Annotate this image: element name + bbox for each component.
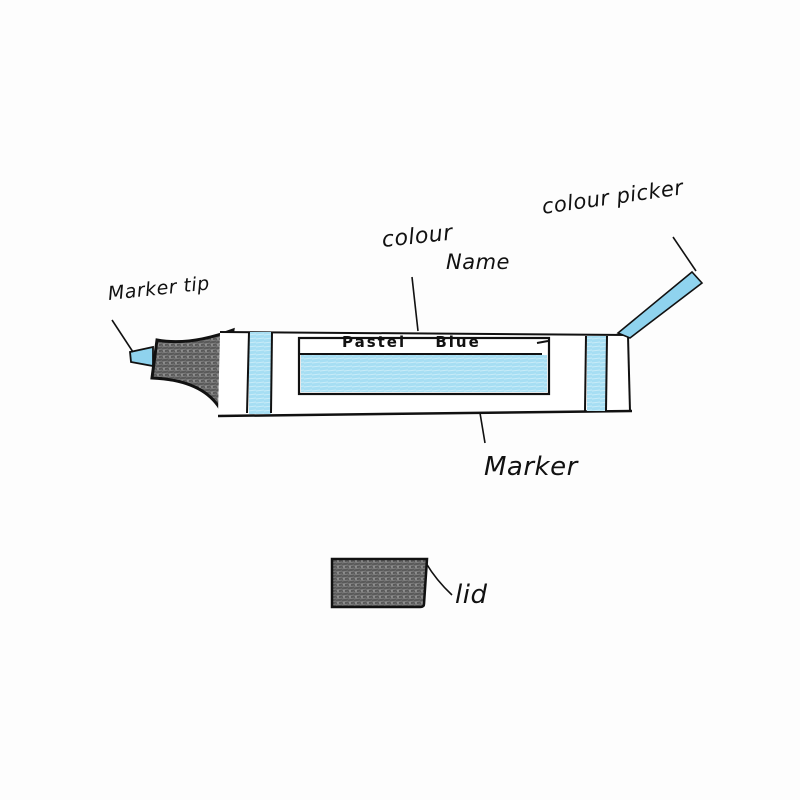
leader-colour-picker	[672, 236, 697, 272]
colour-name-window	[297, 336, 551, 396]
leader-lid	[425, 562, 453, 596]
leader-colour-name	[411, 276, 419, 332]
label-marker: Marker	[484, 452, 578, 482]
lid	[330, 557, 429, 609]
colour-name-text: Pastel Blue	[342, 333, 481, 351]
label-name: Name	[446, 250, 510, 274]
leader-marker-tip	[111, 319, 134, 353]
leader-marker	[479, 412, 486, 444]
colour-picker	[616, 270, 704, 339]
label-lid: lid	[455, 580, 488, 610]
leader-lines	[111, 236, 697, 596]
marker-tip	[129, 345, 154, 368]
